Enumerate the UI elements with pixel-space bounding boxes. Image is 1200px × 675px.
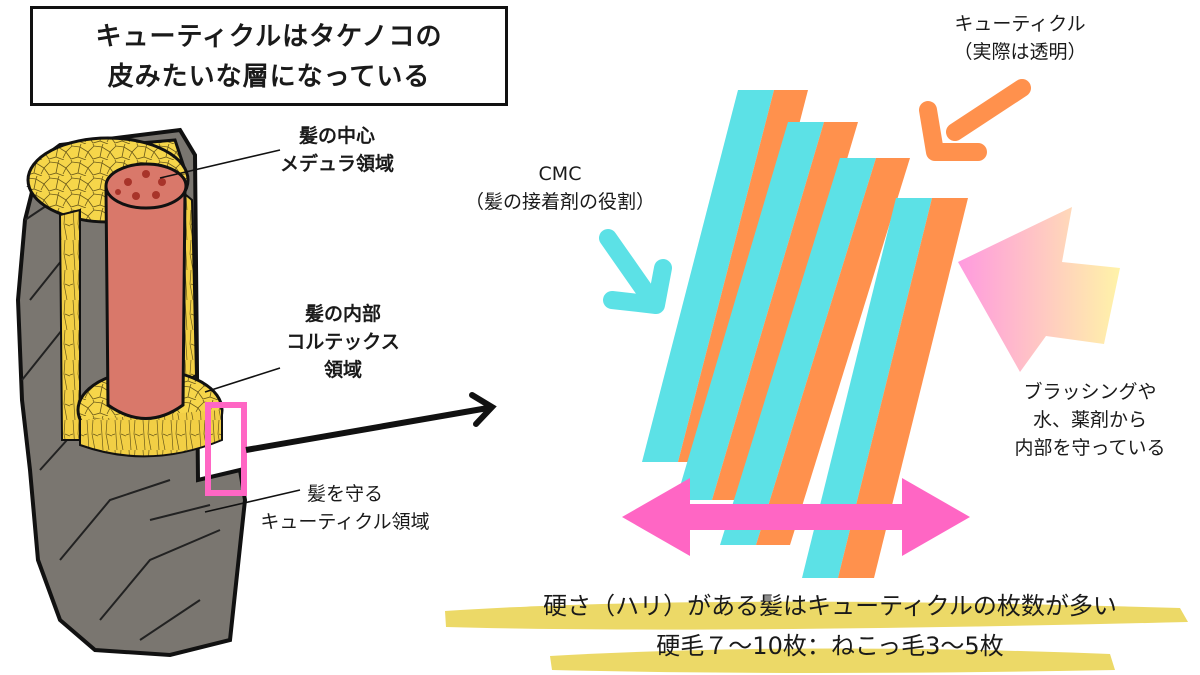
protection-arrow bbox=[958, 207, 1120, 372]
medulla-label-line-1: 髪の中心 bbox=[298, 125, 375, 147]
cmc-label-line-2: （髪の接着剤の役割） bbox=[464, 191, 655, 213]
zoom-arrow bbox=[245, 392, 497, 453]
title-box: キューティクルはタケノコの 皮みたいな層になっている bbox=[30, 6, 508, 106]
protection-label: ブラッシングや 水、薬剤から 内部を守っている bbox=[985, 378, 1195, 462]
cuticle-label-line-1: キューティクル bbox=[954, 13, 1086, 35]
cmc-layer-2 bbox=[676, 122, 824, 500]
title-line-2: 皮みたいな層になっている bbox=[107, 62, 431, 92]
cmc-pointer-arrow bbox=[599, 229, 672, 314]
bottom-note-line-2: 硬毛７〜10枚：ねこっ毛3〜5枚 bbox=[656, 632, 1004, 660]
bottom-note-line-1: 硬さ（ハリ）がある髪はキューティクルの枚数が多い bbox=[543, 592, 1117, 620]
highlight-stroke-1 bbox=[445, 601, 1188, 630]
cuticle-layer-3 bbox=[756, 158, 910, 545]
medulla-label: 髪の中心 メデュラ領域 bbox=[262, 122, 412, 178]
cuticle-layer-stack bbox=[642, 90, 968, 578]
title-text: キューティクルはタケノコの 皮みたいな層になっている bbox=[30, 17, 508, 97]
highlight-box bbox=[205, 402, 247, 496]
cmc-layer-4 bbox=[802, 198, 932, 578]
cuticle-region-label: 髪を守る キューティクル領域 bbox=[250, 480, 440, 536]
protection-label-line-3: 内部を守っている bbox=[1014, 437, 1166, 459]
cuticle-region-label-line-2: キューティクル領域 bbox=[260, 511, 430, 533]
leader-lines bbox=[159, 149, 301, 513]
cortex-label: 髪の内部 コルテックス 領域 bbox=[268, 300, 418, 384]
cmc-label: CMC （髪の接着剤の役割） bbox=[430, 160, 690, 216]
cuticle-label-line-2: （実際は透明） bbox=[953, 41, 1087, 63]
highlight-stroke-2 bbox=[550, 648, 1115, 673]
medulla-label-line-2: メデュラ領域 bbox=[279, 153, 394, 175]
cmc-layer-1 bbox=[642, 90, 774, 462]
cuticle-label: キューティクル （実際は透明） bbox=[920, 10, 1120, 66]
cortex-label-line-2: コルテックス bbox=[286, 331, 400, 353]
protection-label-line-1: ブラッシングや bbox=[1023, 381, 1157, 403]
cuticle-layer-2 bbox=[712, 122, 858, 500]
cuticle-pointer-arrow bbox=[919, 79, 1031, 161]
title-line-1: キューティクルはタケノコの bbox=[95, 22, 443, 52]
cmc-label-line-1: CMC bbox=[538, 163, 582, 185]
cortex-label-line-1: 髪の内部 bbox=[304, 303, 381, 325]
cortex-label-line-3: 領域 bbox=[323, 359, 362, 381]
protection-label-line-2: 水、薬剤から bbox=[1032, 409, 1147, 431]
medulla-column bbox=[104, 186, 187, 420]
cuticle-layer-4 bbox=[838, 198, 968, 578]
cmc-layer-3 bbox=[720, 158, 876, 545]
thickness-double-arrow bbox=[622, 478, 970, 556]
medulla-top bbox=[104, 162, 188, 210]
cuticle-region-label-line-1: 髪を守る bbox=[306, 483, 383, 505]
hair-cross-section-illustration bbox=[15, 127, 248, 658]
